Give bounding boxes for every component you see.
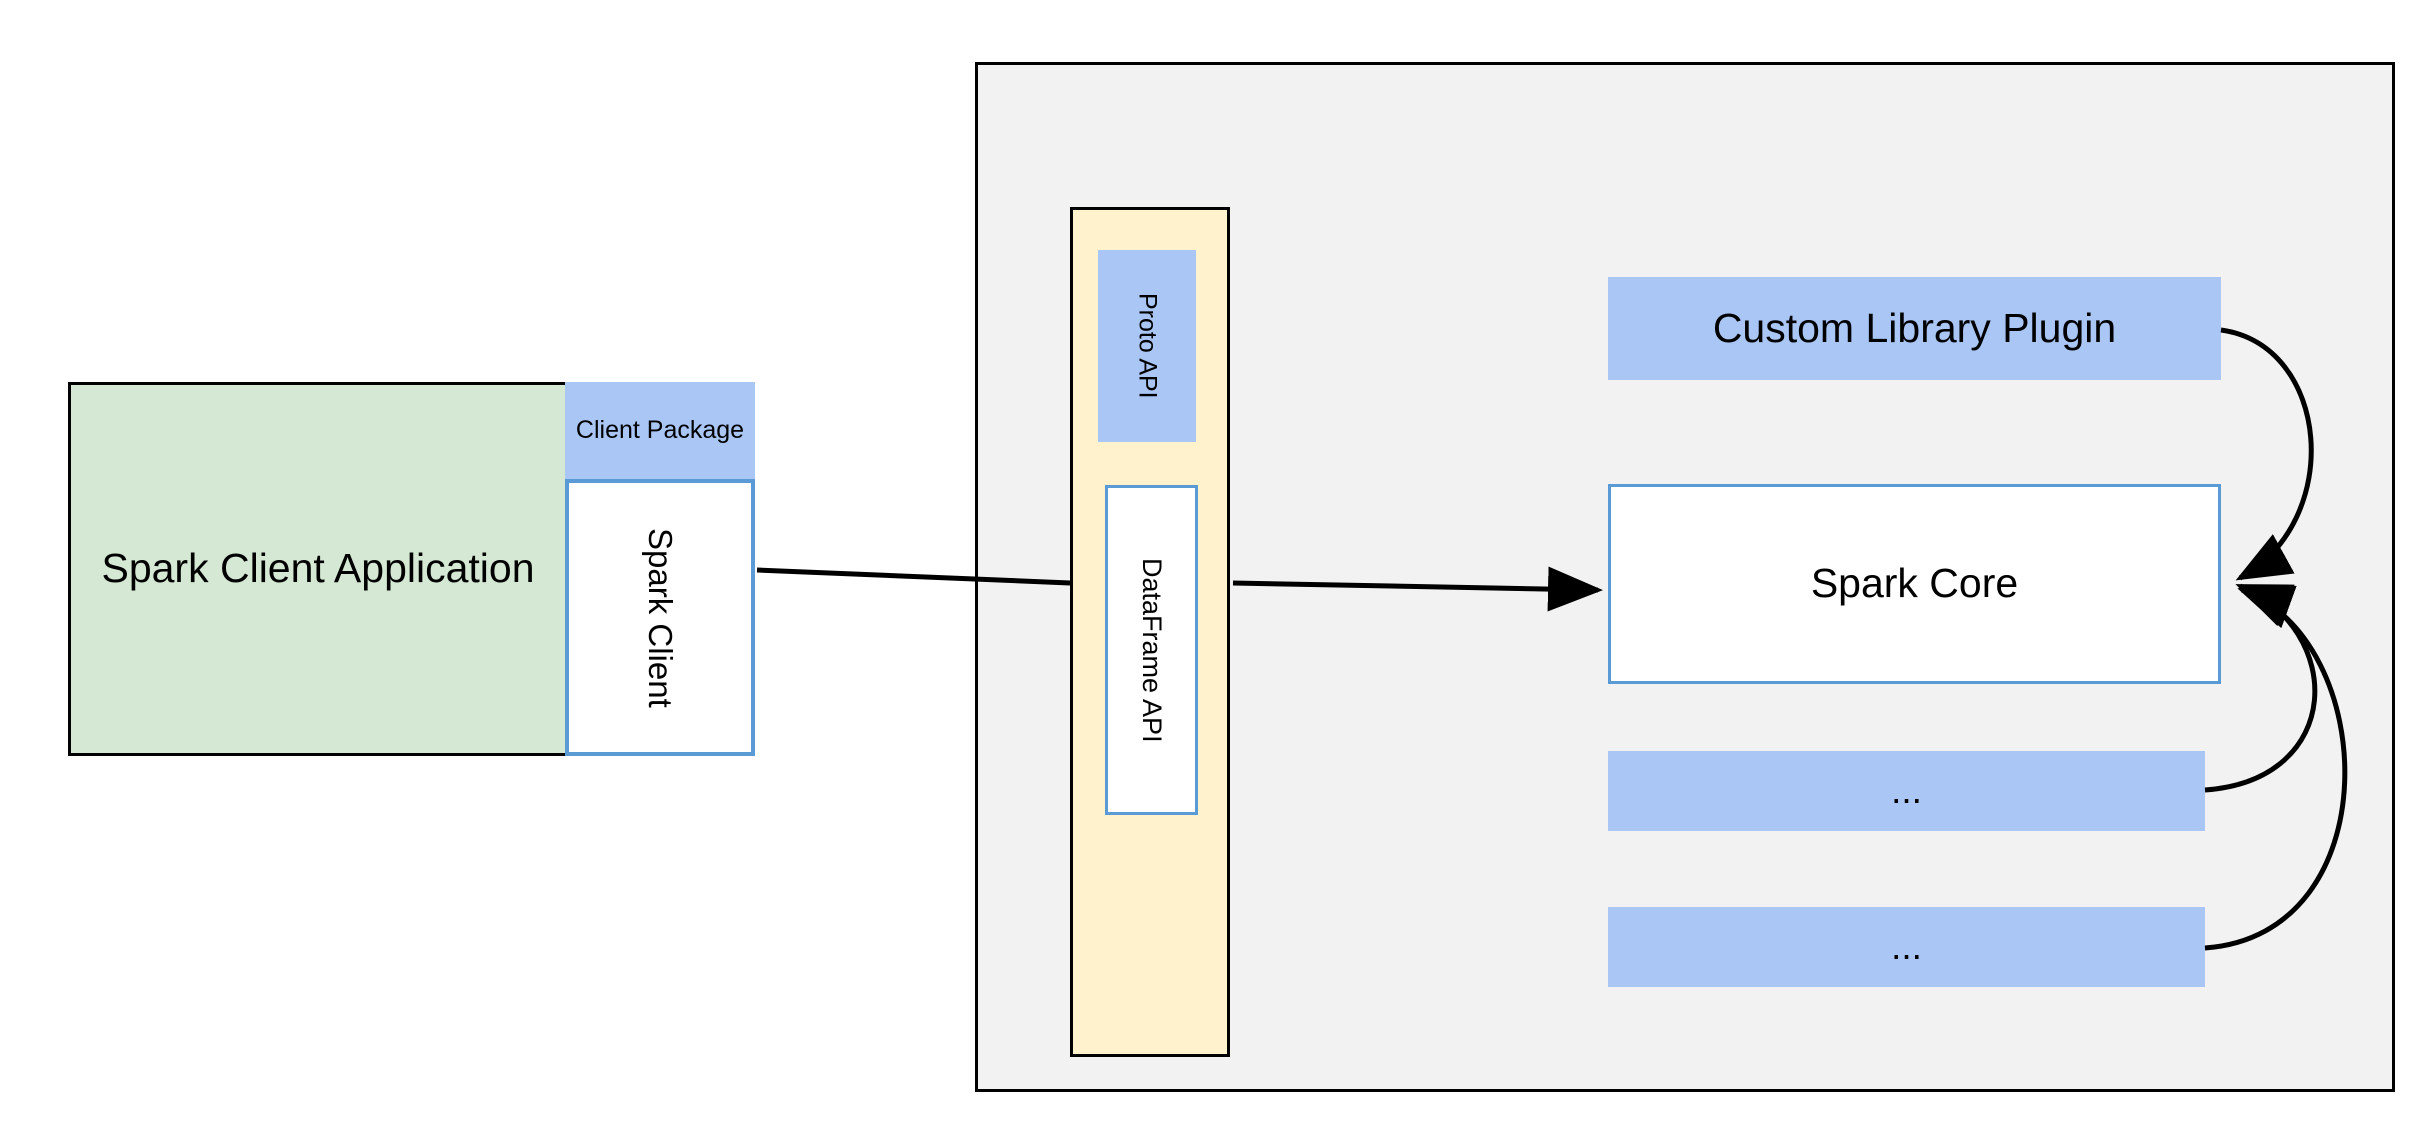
placeholder-component-2[interactable]: ... xyxy=(1608,907,2205,987)
dataframe-api-label: DataFrame API xyxy=(1137,557,1168,743)
spark-client-box[interactable]: Spark Client xyxy=(565,479,755,756)
custom-library-plugin-box[interactable]: Custom Library Plugin xyxy=(1608,277,2221,380)
dataframe-api-box[interactable]: DataFrame API xyxy=(1105,485,1198,815)
spark-core-box[interactable]: Spark Core xyxy=(1608,484,2221,684)
spark-client-label: Spark Client xyxy=(641,527,679,708)
proto-api-label: Proto API xyxy=(1133,293,1162,399)
proto-api-box[interactable]: Proto API xyxy=(1098,250,1196,442)
spark-client-application-box[interactable]: Spark Client Application xyxy=(68,382,568,756)
placeholder-component-1[interactable]: ... xyxy=(1608,751,2205,831)
client-package-box[interactable]: Client Package xyxy=(565,382,755,479)
